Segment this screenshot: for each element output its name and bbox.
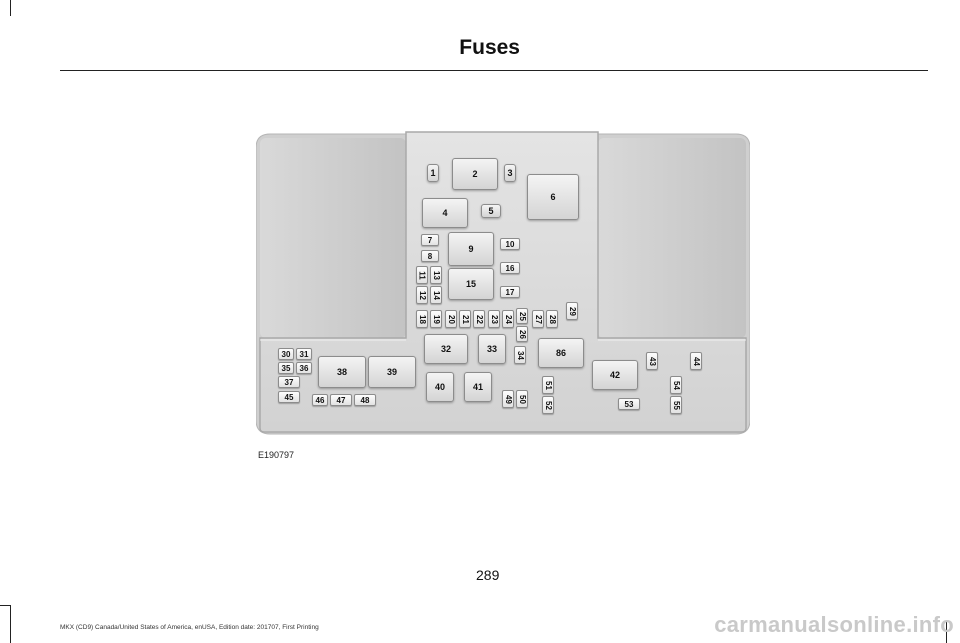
fuse-11: 11: [416, 266, 428, 284]
fuse-16: 16: [500, 262, 520, 274]
fuse-27: 27: [532, 310, 544, 328]
fuse-34: 34: [514, 346, 526, 364]
relay-42: 42: [592, 360, 638, 390]
fuse-21: 21: [459, 310, 471, 328]
fuse-55: 55: [670, 396, 682, 414]
fuse-24: 24: [502, 310, 514, 328]
fuse-box-diagram: 1 2 3 4 5 6 9 15 32 33 38 39 40 41 42 86…: [256, 128, 750, 438]
fuse-29: 29: [566, 302, 578, 320]
fuse-37: 37: [278, 376, 300, 388]
relay-2: 2: [452, 158, 498, 190]
relay-41: 41: [464, 372, 492, 402]
fuse-23: 23: [488, 310, 500, 328]
crop-mark-bottom-left-h: [0, 605, 10, 606]
fuse-30: 30: [278, 348, 294, 360]
fuse-12: 12: [416, 286, 428, 304]
relay-38: 38: [318, 356, 366, 388]
watermark: carmanualsonline.info: [714, 612, 954, 637]
relay-5: 5: [481, 204, 501, 218]
relay-6: 6: [527, 174, 579, 220]
fuse-46: 46: [312, 394, 328, 406]
fuse-45: 45: [278, 391, 300, 403]
fuse-48: 48: [354, 394, 376, 406]
crop-mark-bottom-left-v: [10, 605, 11, 643]
fuse-17: 17: [500, 286, 520, 298]
crop-mark-top-left: [10, 0, 11, 16]
relay-86: 86: [538, 338, 584, 368]
fuse-20: 20: [445, 310, 457, 328]
fuse-44: 44: [690, 352, 702, 370]
fuse-52: 52: [542, 396, 554, 414]
image-code: E190797: [258, 450, 295, 460]
fuse-13: 13: [430, 266, 442, 284]
header-rule: [60, 70, 928, 71]
fuse-49: 49: [502, 390, 514, 408]
relay-1: 1: [427, 164, 439, 182]
fuse-51: 51: [542, 376, 554, 394]
fuse-36: 36: [296, 362, 312, 374]
relay-32: 32: [424, 334, 468, 364]
fuse-50: 50: [516, 390, 528, 408]
fuse-26: 26: [516, 326, 528, 342]
fuse-54: 54: [670, 376, 682, 394]
fuse-10: 10: [500, 238, 520, 250]
fuse-53: 53: [618, 398, 640, 410]
fuse-25: 25: [516, 308, 528, 324]
fuse-19: 19: [430, 310, 442, 328]
relay-33: 33: [478, 334, 506, 364]
fuse-28: 28: [546, 310, 558, 328]
fuse-22: 22: [473, 310, 485, 328]
footer-edition-text: MKX (CD9) Canada/United States of Americ…: [60, 624, 319, 631]
page-title: Fuses: [459, 36, 520, 59]
fuse-7: 7: [421, 234, 439, 246]
fuse-35: 35: [278, 362, 294, 374]
fuse-43: 43: [646, 352, 658, 370]
relay-39: 39: [368, 356, 416, 388]
page-number: 289: [476, 567, 500, 583]
fuse-47: 47: [330, 394, 352, 406]
crop-mark-bottom-right-v: [946, 622, 947, 643]
relay-15: 15: [448, 268, 494, 300]
fuse-18: 18: [416, 310, 428, 328]
fuse-14: 14: [430, 286, 442, 304]
relay-4: 4: [422, 198, 468, 228]
relay-9: 9: [448, 232, 494, 266]
relay-3: 3: [504, 164, 516, 182]
relay-40: 40: [426, 372, 454, 402]
fuse-31: 31: [296, 348, 312, 360]
fuse-8: 8: [421, 250, 439, 262]
